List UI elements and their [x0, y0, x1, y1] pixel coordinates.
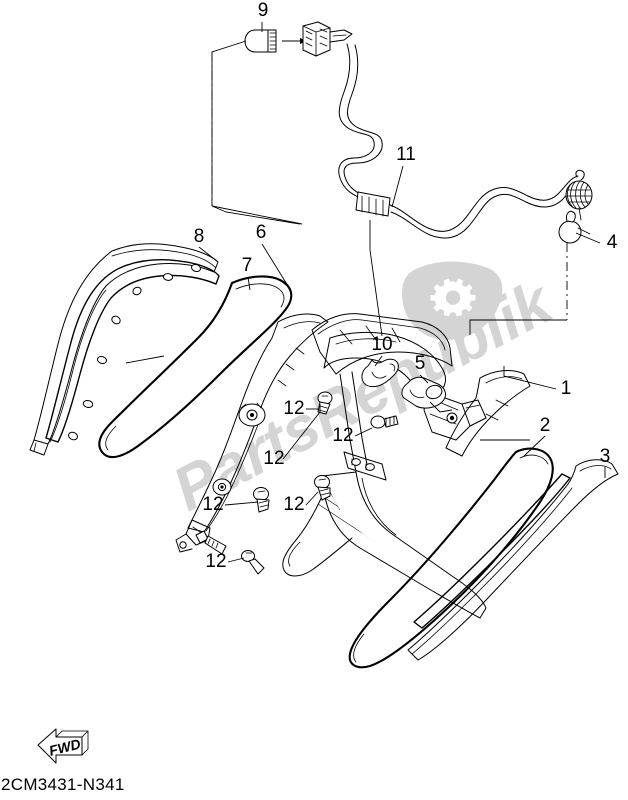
- side-cover-1: [445, 370, 531, 457]
- screw-leaders: [224, 404, 373, 563]
- callout-2: 2: [540, 415, 551, 436]
- side-panel-outer-left: [29, 243, 220, 456]
- callout-5: 5: [415, 353, 426, 374]
- callout-12-a: 12: [283, 398, 304, 419]
- callout-11-leader: [391, 165, 404, 208]
- callout-12-b: 12: [332, 425, 353, 446]
- callout-right-leaders: [480, 366, 606, 478]
- callout-12-f: 12: [205, 551, 226, 572]
- callout-9: 9: [258, 0, 269, 21]
- trim-molding-left: [98, 275, 293, 459]
- gear-icon: [430, 278, 476, 317]
- side-cover-3: [407, 459, 619, 661]
- callout-11: 11: [396, 144, 416, 165]
- callout-12-e: 12: [202, 494, 223, 515]
- part-number-label: 2CM3431-N341: [1, 775, 125, 794]
- side-panel-left: [175, 313, 329, 553]
- callout-3: 3: [600, 446, 611, 467]
- bulb-assembly: [244, 21, 353, 57]
- screw-e: [195, 530, 227, 555]
- wire-harness: [338, 43, 593, 239]
- assembly-route-line: [211, 40, 303, 225]
- harness-end-clip: [565, 169, 593, 221]
- callout-12-c: 12: [263, 448, 284, 469]
- callout-1: 1: [561, 378, 572, 399]
- screw-a: [317, 391, 333, 415]
- screw-f: [241, 550, 265, 575]
- callout-10: 10: [371, 334, 392, 355]
- clip-10: [361, 358, 399, 388]
- mount-boss-lower: [212, 478, 232, 496]
- grommet-route-dashed: [469, 319, 567, 335]
- callout-labels: 1 2 3 4 5 6 7 8 9 10 11 12 12 12 12 12 1…: [194, 0, 618, 572]
- callout-12-d: 12: [283, 494, 304, 515]
- lower-bracket: [343, 451, 387, 481]
- side-cover-right-group: [348, 370, 619, 669]
- upper-bracket: [423, 391, 487, 441]
- screw-d: [253, 487, 270, 513]
- callout-8: 8: [194, 226, 205, 247]
- fwd-marker: FWD: [37, 728, 89, 764]
- clip-5: [401, 376, 446, 409]
- mount-boss-upper: [238, 402, 266, 427]
- callout-5-leader: [419, 374, 453, 413]
- callout-4-leader: [566, 232, 601, 320]
- callout-7: 7: [242, 255, 253, 276]
- callout-6: 6: [256, 222, 267, 243]
- callout-10-leader: [369, 220, 383, 367]
- callout-4: 4: [607, 232, 618, 253]
- fwd-label: FWD: [47, 736, 82, 759]
- screw-b: [370, 415, 399, 429]
- side-cover-2: [348, 447, 554, 669]
- callout-left-leaders: [198, 243, 289, 291]
- screw-c: [314, 475, 331, 501]
- grommet: [558, 211, 591, 244]
